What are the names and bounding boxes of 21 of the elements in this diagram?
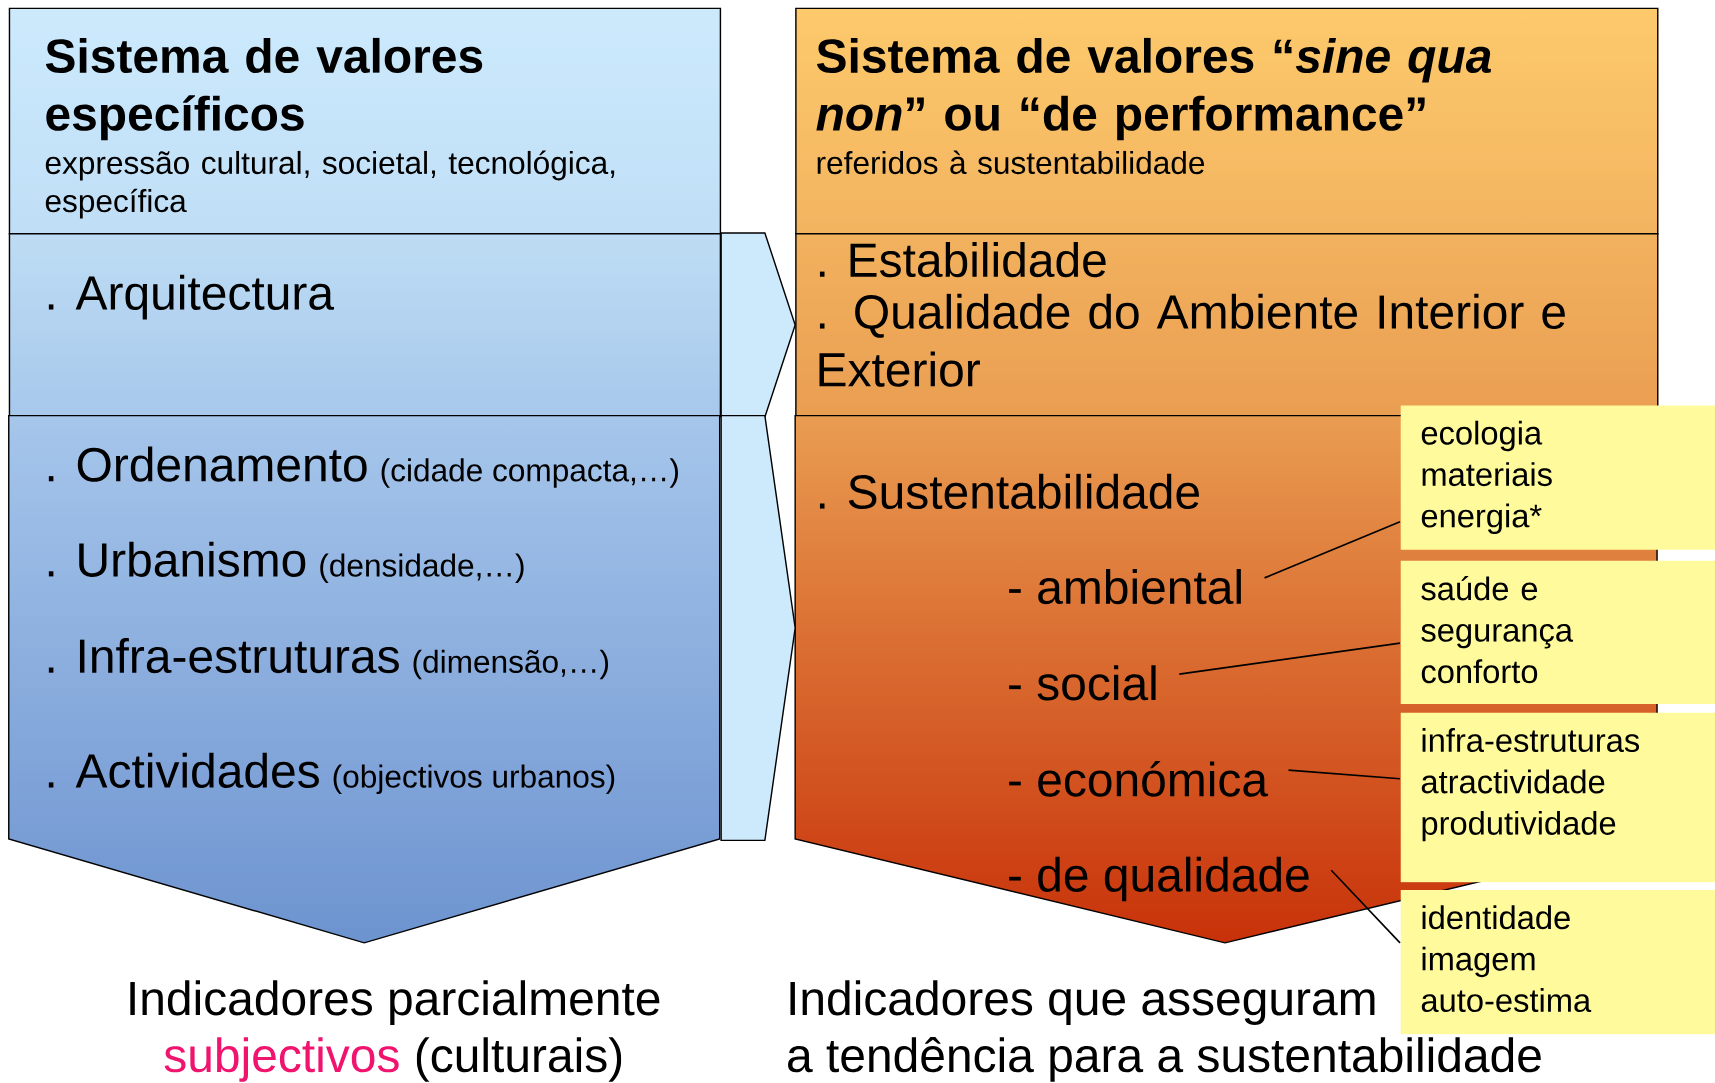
chevron-arrow	[720, 232, 796, 418]
note-box: identidade imagem auto-estima	[1400, 890, 1715, 1035]
caption: a tendência para a sustentabilidade	[788, 1037, 1541, 1082]
panel-band: . Estabilidade . Qualidade do Ambiente Interior e Exterior	[795, 233, 1659, 418]
list-item: - económica	[1009, 761, 1269, 797]
chevron-arrow	[720, 415, 796, 842]
list-item: - social	[1009, 665, 1156, 701]
header-band: Sistema de valores específicos expressão cultural, societal, tecnológica, específica	[8, 7, 722, 235]
leader-line	[1263, 521, 1401, 579]
note-box: saúde e segurança conforto	[1400, 560, 1715, 705]
list-item: - de qualidade	[1009, 856, 1309, 902]
header-band: Sistema de valores “sine qua non” ou “de performance” referidos à sustentabilidade	[795, 7, 1659, 235]
leader-line	[1287, 769, 1401, 780]
note-box: ecologia materiais energia*	[1400, 405, 1715, 550]
panel-band: . Arquitectura	[8, 233, 722, 418]
leader-line	[1178, 642, 1401, 676]
caption: Indicadores que asseguram	[790, 980, 1375, 1026]
list-item: - ambiental	[1009, 569, 1241, 605]
note-box: infra-estruturas atractividade produtividade	[1400, 712, 1715, 883]
leader-line	[1330, 869, 1401, 944]
caption: subjectivos (culturais)	[164, 1037, 622, 1082]
